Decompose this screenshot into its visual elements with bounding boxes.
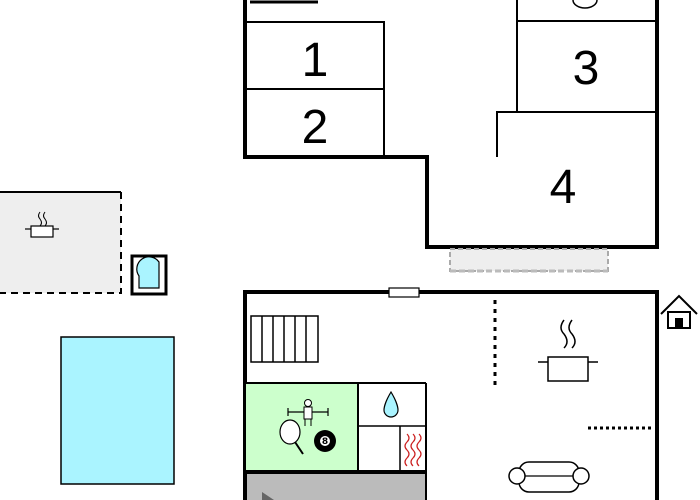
outdoor-kitchen-icon	[25, 211, 59, 238]
table-tennis-icon	[279, 419, 304, 455]
staircase	[250, 315, 319, 363]
shower-icon	[136, 256, 160, 289]
window	[388, 287, 420, 298]
ground-floor: 8	[243, 287, 659, 500]
shower-box	[130, 254, 168, 296]
upper-floor: 1 2 3 4	[243, 0, 659, 273]
room-1-wall	[245, 21, 385, 157]
swimming-pool	[60, 336, 175, 485]
heater-icon	[402, 430, 424, 470]
room-4-label: 4	[550, 161, 577, 214]
garage	[245, 470, 426, 500]
room-2-label: 2	[302, 101, 329, 154]
room-3-label: 3	[573, 42, 600, 95]
billiard-ball-icon: 8	[314, 430, 336, 452]
game-room: 8	[246, 382, 426, 472]
outdoor-terrace	[0, 191, 122, 294]
room-1-label: 1	[302, 34, 329, 87]
billiard-ball-number: 8	[322, 437, 328, 447]
balcony	[449, 248, 609, 272]
kitchen-icon	[538, 319, 598, 382]
terrace-area	[0, 192, 121, 293]
entrance-icon	[660, 294, 698, 329]
ground-floor-outer-wall	[243, 290, 659, 500]
room-4-wall	[496, 111, 657, 157]
water-drop-icon	[383, 390, 399, 418]
utility-room	[357, 383, 427, 500]
upper-floor-outer-wall	[243, 0, 659, 249]
terrace-dashed-edge	[0, 192, 122, 294]
toilet-icon	[572, 0, 598, 9]
sofa-icon	[508, 461, 590, 493]
foosball-icon	[287, 399, 329, 426]
